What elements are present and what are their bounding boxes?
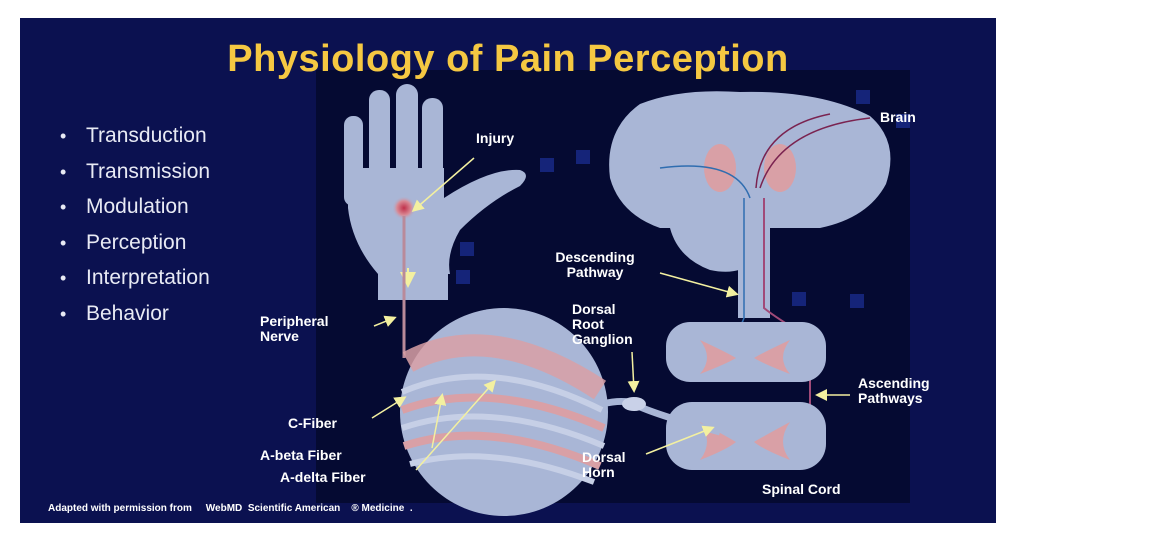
- label-dorsal-root-ganglion: Dorsal Root Ganglion: [572, 302, 633, 347]
- bullet-dot-icon: •: [60, 226, 86, 262]
- label-spinal-cord: Spinal Cord: [762, 482, 841, 497]
- label-brain: Brain: [880, 110, 916, 125]
- label-descending-pathway: Descending Pathway: [530, 250, 660, 280]
- bullet-item: •Modulation: [60, 189, 210, 225]
- label-a-beta-fiber: A-beta Fiber: [260, 448, 342, 463]
- bullet-item: •Transmission: [60, 154, 210, 190]
- spinal-section-upper: [666, 322, 826, 382]
- bullet-item: •Behavior: [60, 296, 210, 332]
- attribution-credit: Adapted with permission from WebMD Scien…: [48, 503, 413, 514]
- bullet-list: •Transduction •Transmission •Modulation …: [60, 118, 210, 331]
- label-peripheral-nerve: Peripheral Nerve: [260, 314, 328, 344]
- slide: Physiology of Pain Perception •Transduct…: [20, 18, 996, 523]
- bullet-item: •Interpretation: [60, 260, 210, 296]
- bullet-dot-icon: •: [60, 261, 86, 297]
- bullet-item: •Perception: [60, 225, 210, 261]
- label-ascending-pathways: Ascending Pathways: [858, 376, 930, 406]
- bullet-dot-icon: •: [60, 119, 86, 155]
- bullet-dot-icon: •: [60, 155, 86, 191]
- label-injury: Injury: [476, 131, 514, 146]
- bullet-dot-icon: •: [60, 297, 86, 333]
- label-dorsal-horn: Dorsal Horn: [582, 450, 626, 480]
- label-c-fiber: C-Fiber: [288, 416, 337, 431]
- bullet-item: •Transduction: [60, 118, 210, 154]
- dorsal-root-ganglion: [622, 397, 646, 411]
- bullet-dot-icon: •: [60, 190, 86, 226]
- label-a-delta-fiber: A-delta Fiber: [280, 470, 366, 485]
- slide-title: Physiology of Pain Perception: [20, 38, 996, 81]
